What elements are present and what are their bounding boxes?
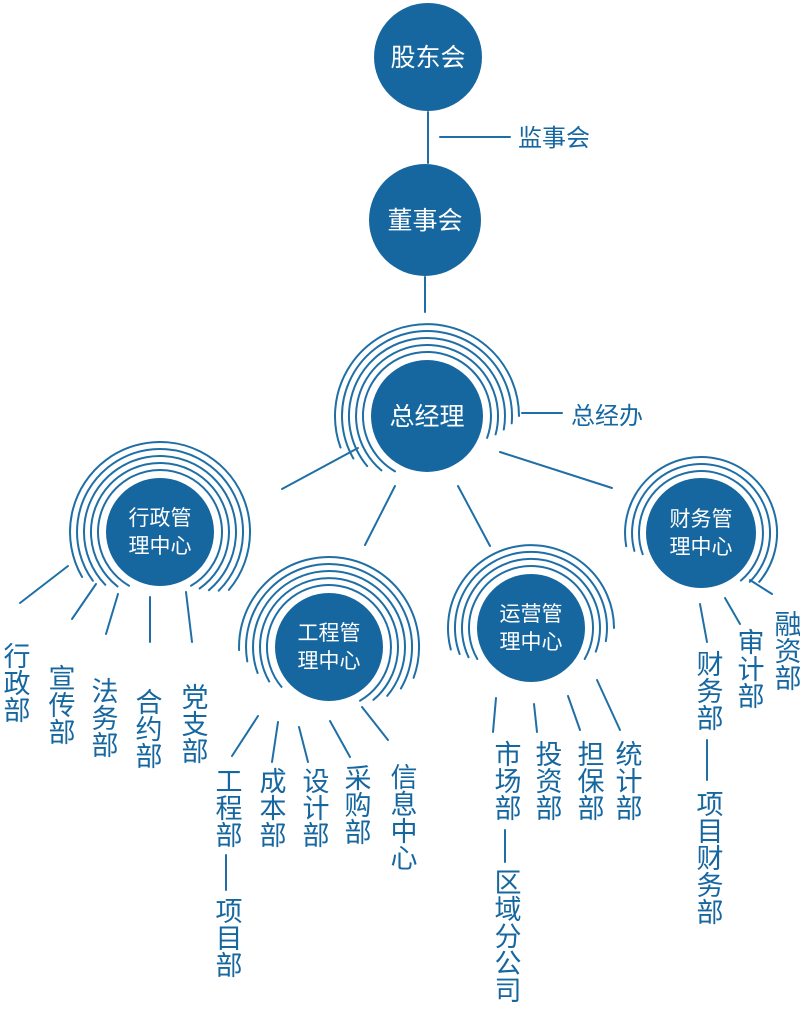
finance-center-line2: 理中心 <box>670 535 733 559</box>
engineering-center-circle <box>275 593 383 701</box>
gm-admin-connector <box>281 447 359 490</box>
admin-dept-2: 宣传部 <box>44 664 76 745</box>
finance-ring-arc-2 <box>631 463 772 583</box>
gm-ring-arc-1 <box>361 351 492 473</box>
finance-center-rings <box>624 456 778 583</box>
operations-dept-3: 担保部 <box>573 740 605 821</box>
engineering-center-node: 工程管 理中心 <box>238 556 421 702</box>
gm-ring-arc-3 <box>348 337 506 468</box>
engineering-dept-connector-5 <box>361 706 389 741</box>
engineering-dept-connector-1 <box>231 715 259 757</box>
finance-center-circle <box>646 478 756 588</box>
admin-dept-3: 法务部 <box>87 677 118 758</box>
operations-dept-connector-2 <box>533 703 538 733</box>
engineering-ring-arc-5 <box>238 556 421 679</box>
finance-dept-connector-1 <box>699 603 708 643</box>
operations-center-node: 运营管 理中心 <box>447 544 615 682</box>
shareholders-circle <box>374 3 482 111</box>
finance-dept-2: 审计部 <box>733 628 764 709</box>
admin-center-line1: 行政管 <box>129 506 192 530</box>
operations-center-line2: 理中心 <box>500 630 563 654</box>
engineering-ring-arc-2 <box>259 577 399 701</box>
operations-dept-connector-3 <box>567 695 581 731</box>
operations-ring-arc-2 <box>461 558 601 659</box>
shareholders-label: 股东会 <box>390 43 465 72</box>
finance-center-node: 财务管 理中心 <box>624 456 778 588</box>
shareholders-node: 股东会 <box>374 3 482 111</box>
admin-ring-arc-3 <box>83 455 237 592</box>
operations-dept-1-sub: 区域分公司 <box>490 868 522 1003</box>
admin-ring-arc-5 <box>69 440 252 591</box>
operations-ring-arc-1 <box>468 565 594 660</box>
admin-ring-arc-1 <box>97 469 223 587</box>
engineering-center-rings <box>238 556 421 702</box>
finance-dept-connector-2 <box>724 597 741 625</box>
gm-engineering-connector <box>364 485 396 546</box>
operations-center-rings <box>447 544 615 660</box>
admin-center-line2: 理中心 <box>129 534 192 558</box>
operations-dept-connector-1 <box>492 697 497 733</box>
finance-center-line1: 财务管 <box>670 507 733 531</box>
engineering-center-line1: 工程管 <box>298 621 361 645</box>
engineering-dept-4: 采购部 <box>340 764 372 845</box>
gm-ring-arc-4 <box>341 330 514 460</box>
engineering-dept-5: 信息中心 <box>386 763 418 871</box>
gm-rings <box>334 323 520 473</box>
gm-label: 总经理 <box>389 402 464 431</box>
operations-dept-2: 投资部 <box>531 740 563 821</box>
gm-ring-arc-2 <box>355 344 499 472</box>
admin-dept-connector-1 <box>19 565 69 604</box>
finance-dept-1-sub: 项目财务部 <box>692 790 724 925</box>
gm-ring-arc-5 <box>334 323 520 449</box>
engineering-dept-connector-3 <box>298 726 309 763</box>
gm-finance-connector <box>499 451 613 489</box>
finance-dept-3: 融资部 <box>770 610 800 691</box>
admin-dept-1: 行政部 <box>0 642 30 723</box>
admin-ring-arc-2 <box>89 462 230 590</box>
engineering-dept-2: 成本部 <box>255 767 287 848</box>
board-circle <box>369 164 481 276</box>
admin-center-node: 行政管 理中心 <box>69 440 252 592</box>
finance-ring-arc-3 <box>624 456 778 583</box>
finance-dept-connector-3 <box>749 579 773 595</box>
admin-center-circle <box>106 478 214 586</box>
finance-dept-1: 财务部 <box>692 650 724 731</box>
admin-dept-4: 合约部 <box>131 688 163 769</box>
operations-dept-4: 统计部 <box>611 740 643 821</box>
engineering-dept-1-sub: 项目部 <box>211 897 243 978</box>
operations-center-circle <box>477 574 585 682</box>
engineering-center-line2: 理中心 <box>298 649 361 673</box>
finance-ring-arc-1 <box>638 470 764 582</box>
board-label: 董事会 <box>387 206 462 235</box>
engineering-ring-arc-1 <box>266 584 392 702</box>
engineering-dept-connector-4 <box>329 720 351 758</box>
admin-dept-connector-2 <box>71 583 97 620</box>
engineering-ring-arc-3 <box>252 570 406 697</box>
gm-node: 总经理 <box>334 323 520 473</box>
operations-dept-connector-4 <box>596 679 621 731</box>
supervisors-label: 监事会 <box>518 124 590 152</box>
gm-operations-connector <box>457 485 491 547</box>
admin-dept-5: 党支部 <box>177 683 209 764</box>
operations-ring-arc-3 <box>453 550 608 655</box>
operations-ring-arc-4 <box>447 544 615 651</box>
admin-dept-connector-3 <box>105 593 119 635</box>
operations-center-line1: 运营管 <box>500 602 563 626</box>
engineering-dept-connector-2 <box>271 721 279 763</box>
admin-ring-arc-4 <box>76 447 244 592</box>
admin-center-rings <box>69 440 252 592</box>
gm-circle <box>371 360 483 472</box>
engineering-ring-arc-4 <box>245 562 414 690</box>
gm-office-label: 总经办 <box>571 402 643 430</box>
engineering-dept-3: 设计部 <box>298 767 329 848</box>
engineering-dept-1: 工程部 <box>211 767 243 848</box>
admin-dept-connector-5 <box>185 591 193 643</box>
operations-dept-1: 市场部 <box>490 740 522 821</box>
board-node: 董事会 <box>369 164 481 276</box>
